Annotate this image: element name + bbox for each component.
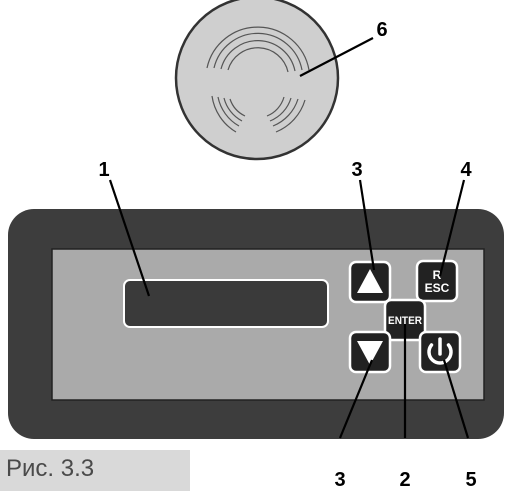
dial-grip-arcs — [206, 26, 310, 133]
esc-button[interactable]: R ESC — [415, 259, 459, 303]
figure-caption-text: Рис. 3.3 — [6, 455, 95, 482]
power-button[interactable] — [418, 330, 462, 374]
esc-label-bottom: ESC — [425, 281, 450, 295]
esc-label-top: R — [433, 268, 442, 282]
down-arrow-icon — [357, 341, 383, 365]
callout-4: 4 — [460, 159, 472, 181]
callout-3-top: 3 — [351, 159, 362, 181]
down-button[interactable] — [348, 330, 392, 374]
leader-lines — [108, 37, 470, 439]
up-button[interactable] — [348, 260, 392, 304]
up-arrow-icon — [357, 269, 383, 293]
callout-3-bottom: 3 — [334, 469, 345, 491]
callout-5: 5 — [465, 469, 476, 491]
enter-button[interactable]: ENTER — [383, 298, 427, 342]
callout-2: 2 — [399, 469, 410, 491]
lcd-display — [123, 279, 329, 328]
callout-1: 1 — [98, 159, 109, 181]
power-icon — [427, 337, 453, 365]
dial[interactable] — [174, 0, 340, 161]
enter-label: ENTER — [388, 315, 422, 327]
figure-caption: Рис. 3.3 — [0, 450, 190, 491]
callout-6: 6 — [376, 19, 387, 41]
